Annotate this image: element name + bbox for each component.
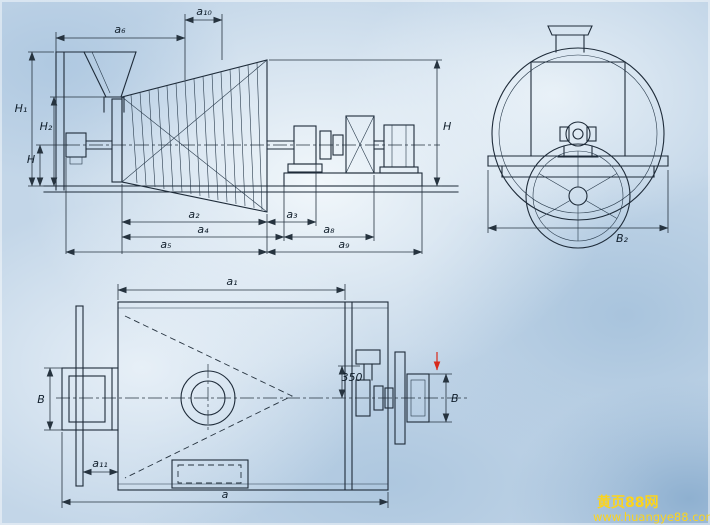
end-housing xyxy=(530,61,626,157)
dim-label-a11: a₁₁ xyxy=(92,457,108,470)
cone-outline-hidden xyxy=(124,315,294,479)
dim-label-b-left: B xyxy=(37,393,45,406)
left-frame-rail xyxy=(75,305,84,487)
support-wheel xyxy=(525,143,631,249)
dim-label-a5: a₅ xyxy=(160,238,171,251)
dim-label-a3: a₃ xyxy=(286,208,298,221)
dim-label-h2: H₂ xyxy=(40,120,53,133)
dimension-b-right: B xyxy=(429,352,459,423)
drum-shell-outer xyxy=(491,47,665,221)
inspection-hatch xyxy=(171,459,249,489)
wheel-spokes xyxy=(538,151,618,241)
dimension-350: 350 xyxy=(338,365,363,399)
drive-assembly xyxy=(266,115,423,187)
dim-label-a: a xyxy=(222,488,229,501)
watermark: 黄页88网 www.huangye88.com xyxy=(593,494,710,524)
dim-label-a10: a₁₀ xyxy=(196,5,212,18)
dimension-b2: B₂ xyxy=(487,170,669,245)
watermark-site-name: 黄页88网 xyxy=(597,494,658,511)
end-view: B₂ xyxy=(487,25,669,249)
dimensions-side-bottom: a₂ a₃ a₄ a₈ a₅ a₉ xyxy=(65,158,423,256)
feed-box xyxy=(61,367,119,431)
dim-label-a2: a₂ xyxy=(188,208,200,221)
dimension-a11: a₁₁ xyxy=(82,457,119,476)
dim-label-b2: B₂ xyxy=(616,232,629,245)
dim-label-b-right: B xyxy=(451,392,459,405)
dim-label-a4: a₄ xyxy=(197,223,209,236)
dim-label-a8: a₈ xyxy=(323,223,335,236)
dim-label-h-right: H xyxy=(443,120,451,133)
dimension-b-left: B xyxy=(37,367,62,431)
dim-label-a6: a₆ xyxy=(114,23,126,36)
feed-hopper xyxy=(83,51,137,113)
plan-view: a₁ B 350 B a₁₁ a xyxy=(37,275,468,508)
dimension-a1: a₁ xyxy=(117,275,346,300)
dim-label-h-left: H xyxy=(27,153,35,166)
dimensions-side-left: H₁ H₂ H xyxy=(15,51,104,187)
dimension-h-right: H xyxy=(269,59,451,187)
left-bearing xyxy=(65,132,113,165)
dimension-a: a xyxy=(61,432,389,508)
spiral-flights-hatch xyxy=(130,62,263,211)
side-view: a₆ a₁₀ H₁ H₂ H H xyxy=(15,5,459,256)
watermark-site-url: www.huangye88.com xyxy=(593,510,710,524)
drum-shell-inner xyxy=(498,54,658,214)
tank-body xyxy=(117,301,389,491)
dim-label-a1: a₁ xyxy=(226,275,237,288)
dimensions-side-top: a₆ a₁₀ xyxy=(55,5,223,80)
plan-drive-assembly xyxy=(355,349,430,445)
drum xyxy=(111,59,268,213)
manhole xyxy=(180,364,236,432)
dim-label-a9: a₉ xyxy=(338,238,350,251)
dim-label-350: 350 xyxy=(342,371,363,384)
support-frame xyxy=(43,51,459,193)
inlet-chimney xyxy=(547,25,593,53)
dim-label-h1: H₁ xyxy=(15,102,28,115)
